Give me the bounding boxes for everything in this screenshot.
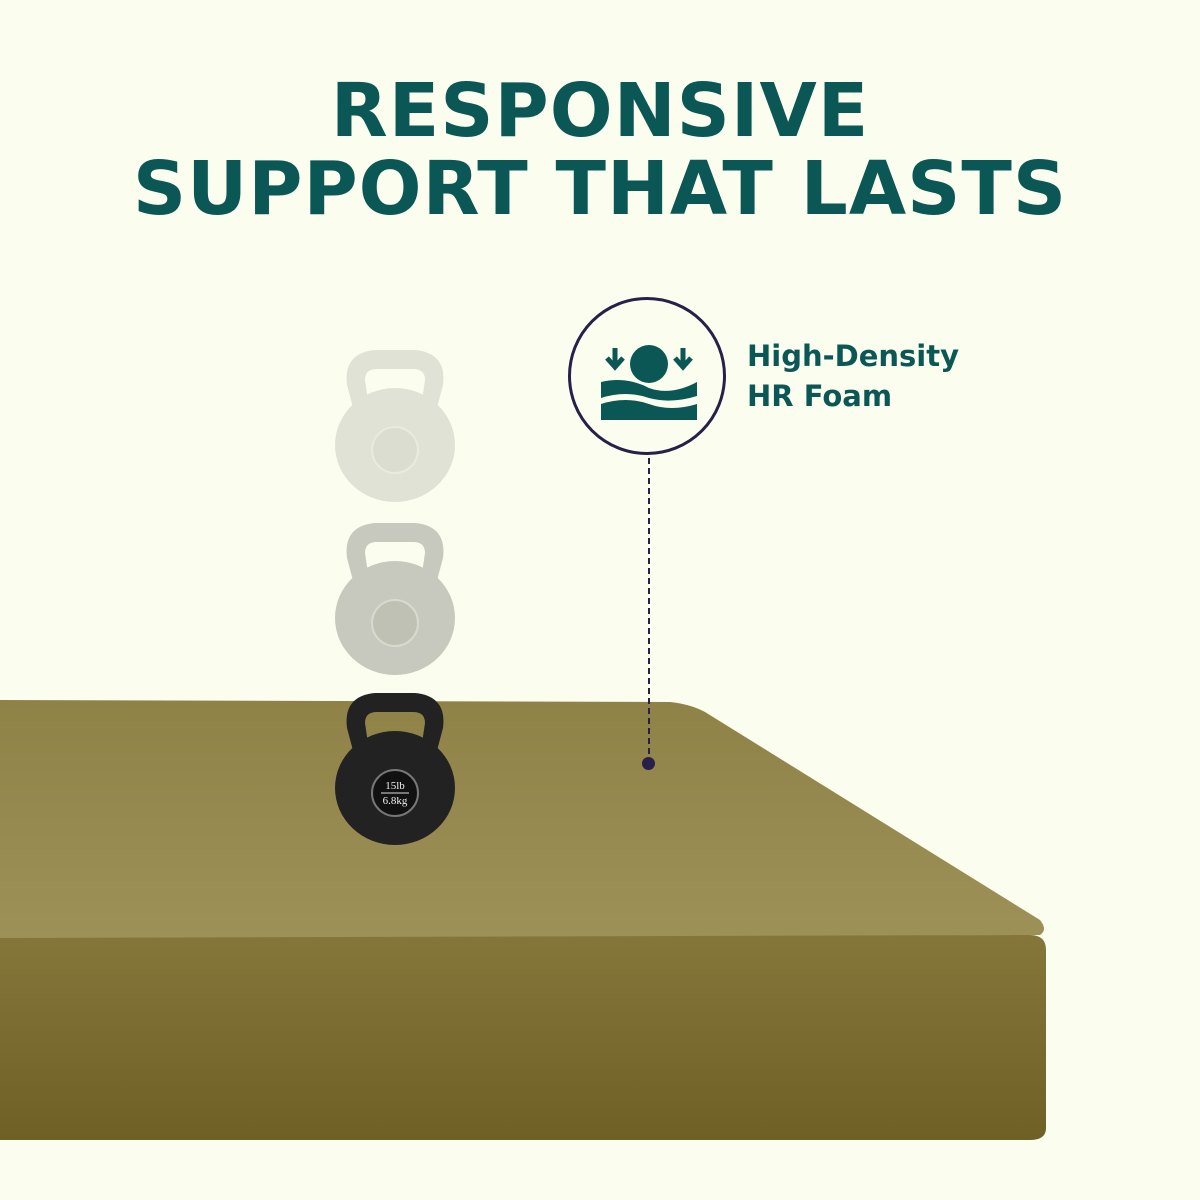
foam-front-face (0, 935, 1046, 1140)
feature-label-line-1: High-Density (747, 339, 960, 373)
callout-dot (642, 757, 655, 770)
kettlebell-weight-lb: 15lb (385, 780, 405, 792)
feature-label-line-2: HR Foam (747, 379, 893, 413)
feature-label: High-Density HR Foam (747, 336, 959, 416)
callout-leader-line (648, 458, 650, 764)
kettlebell-ghost-middle (334, 522, 456, 676)
headline-line-1: RESPONSIVE (330, 68, 870, 154)
headline-line-2: SUPPORT THAT LASTS (132, 146, 1068, 232)
headline: RESPONSIVE SUPPORT THAT LASTS (0, 72, 1200, 228)
foam-compression-icon (601, 345, 697, 420)
feature-badge (568, 297, 726, 455)
kettlebell-weight-kg: 6.8kg (383, 795, 408, 807)
kettlebell-ghost-top (334, 349, 456, 503)
foam-top-surface (0, 700, 1044, 940)
kettlebell-image: 15lb 6.8kg (334, 692, 456, 846)
